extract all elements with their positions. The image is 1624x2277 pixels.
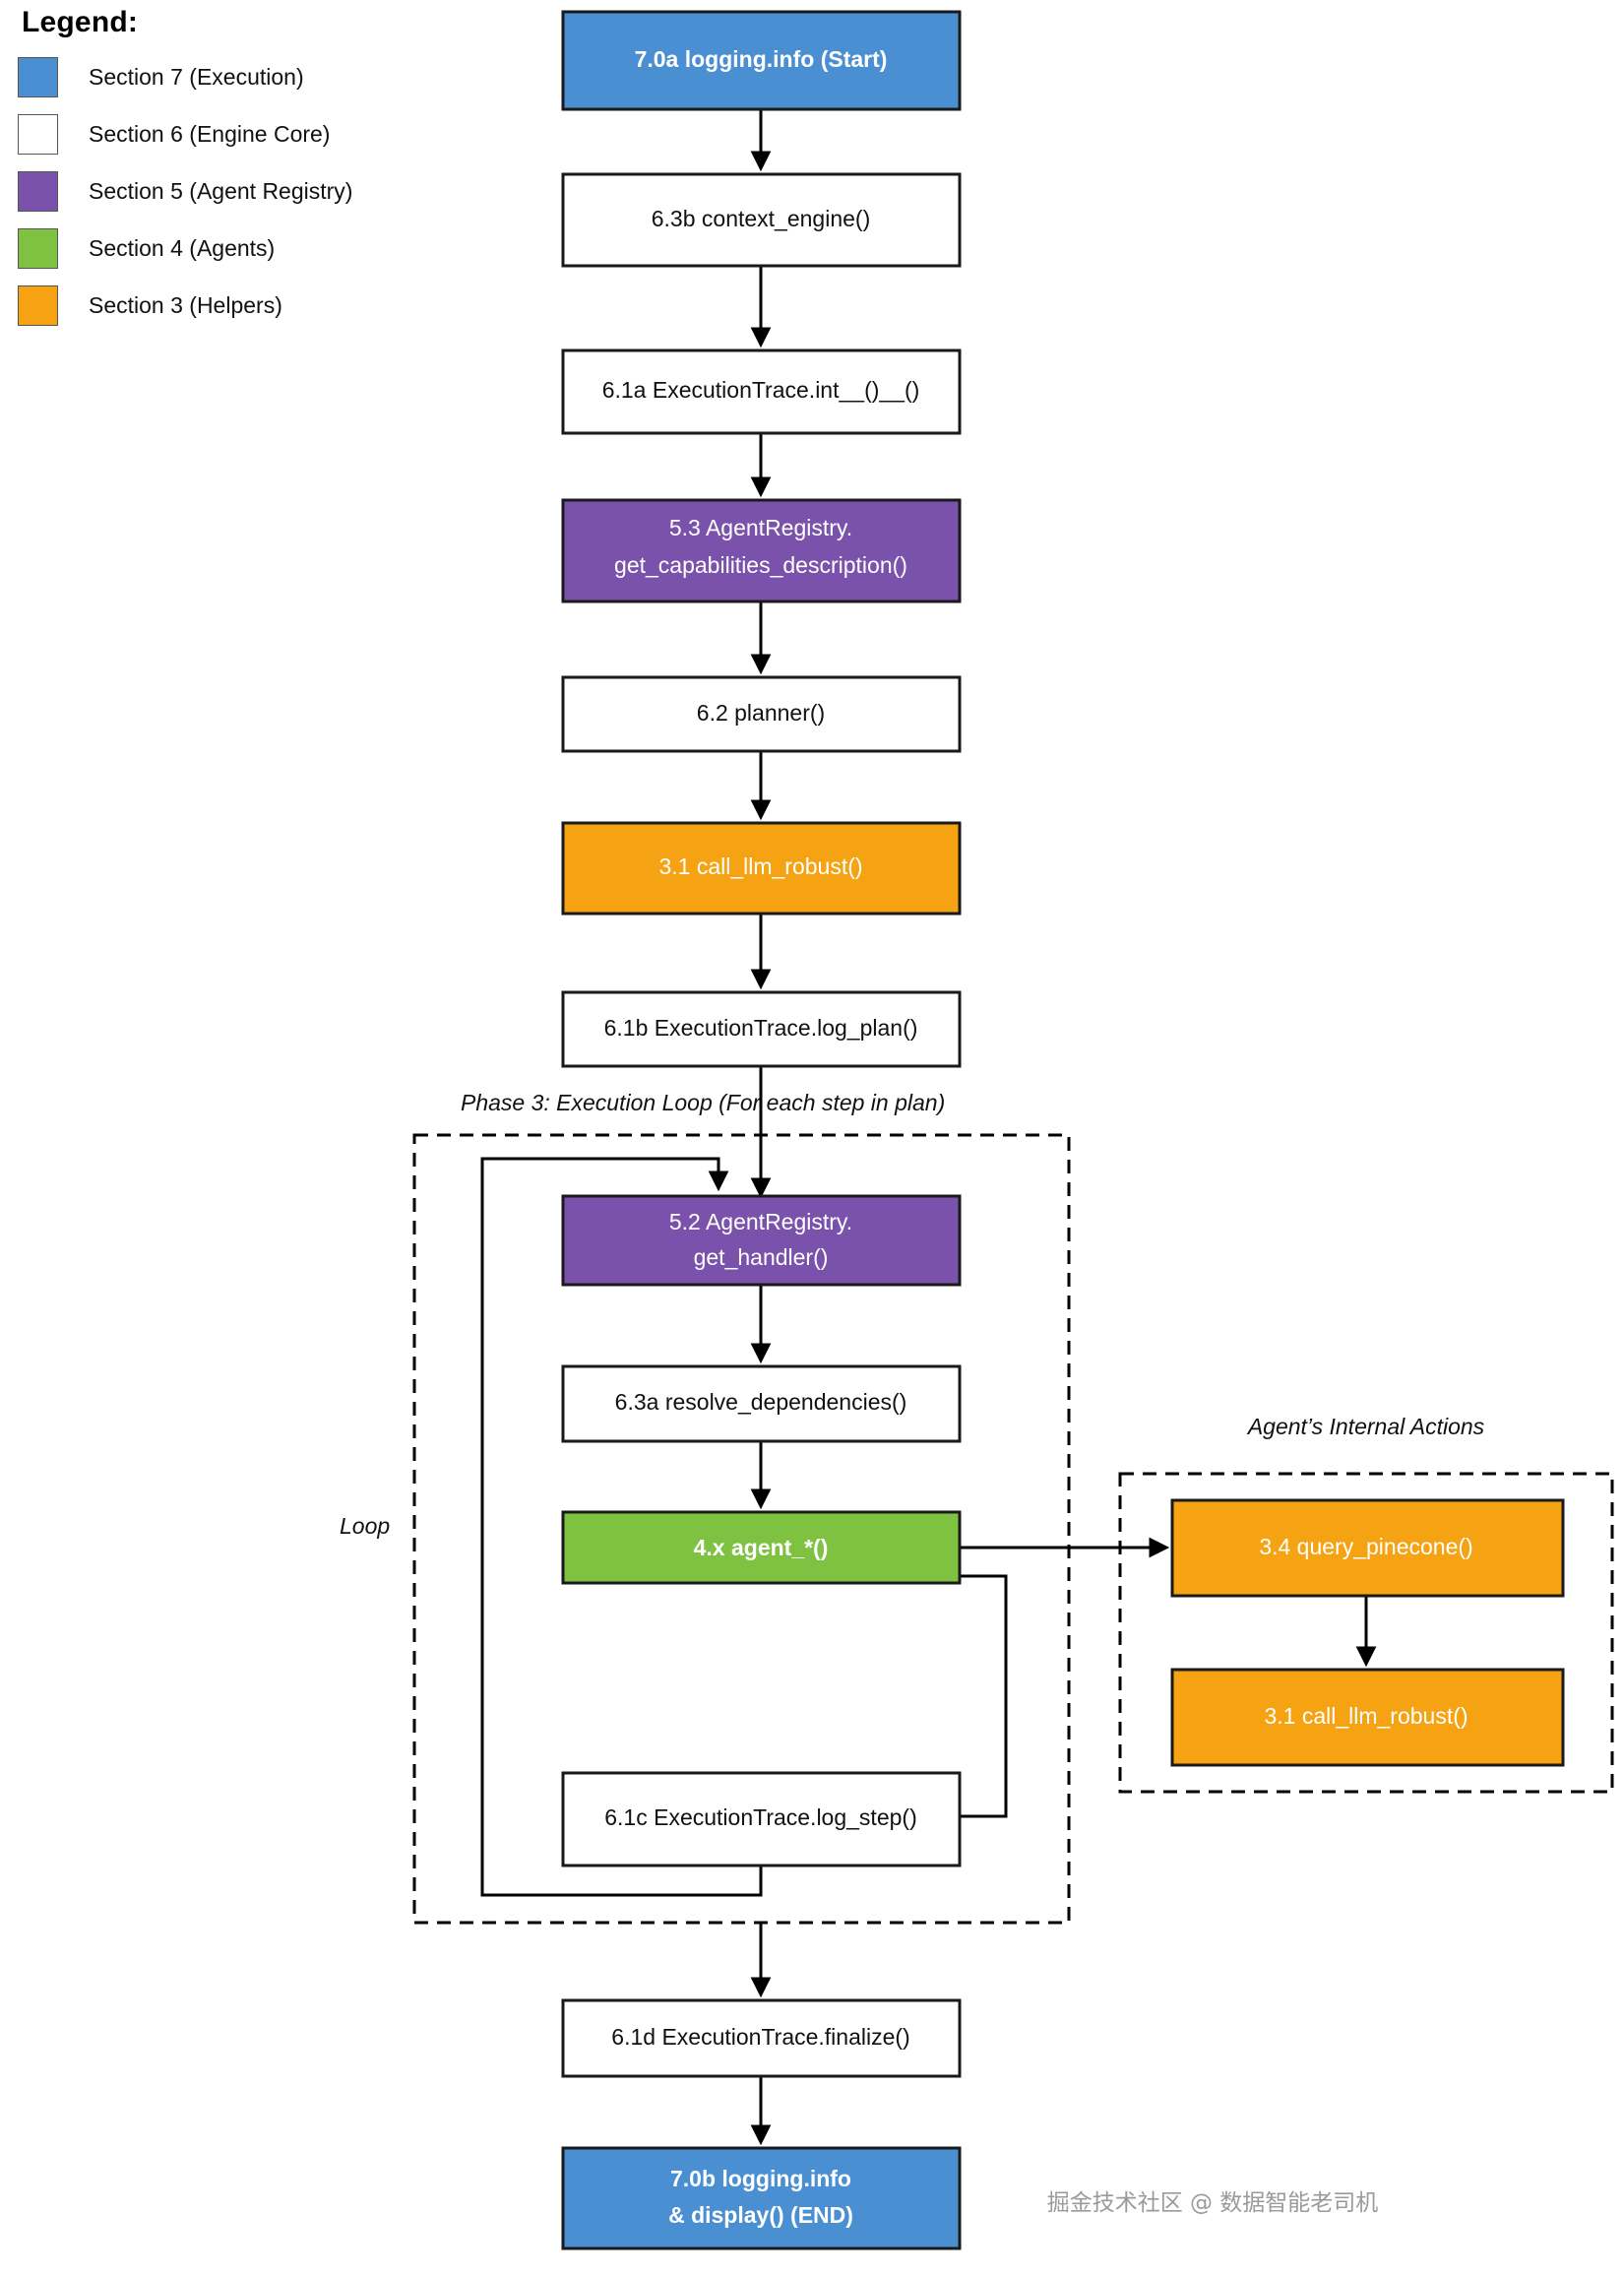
- node-7-0b-label-line1: 7.0b logging.info: [670, 2166, 851, 2191]
- node-7-0a-logging-info-start[interactable]: 7.0a logging.info (Start): [561, 10, 962, 111]
- node-5-2-label-line2: get_handler(): [694, 1244, 829, 1270]
- node-6-1d-executiontrace-finalize[interactable]: 6.1d ExecutionTrace.finalize(): [561, 1998, 962, 2078]
- phase3-label: Phase 3: Execution Loop (For each step i…: [461, 1090, 945, 1115]
- node-6-3b-context-engine[interactable]: 6.3b context_engine(): [561, 172, 962, 268]
- node-6-2-label: 6.2 planner(): [697, 700, 825, 726]
- legend-item-section-7: Section 7 (Execution): [18, 55, 441, 98]
- legend-item-section-5: Section 5 (Agent Registry): [18, 169, 441, 213]
- node-3-1-label: 3.1 call_llm_robust(): [658, 854, 862, 879]
- node-7-0b-logging-info-display-end[interactable]: 7.0b logging.info & display() (END): [561, 2146, 962, 2250]
- node-6-2-planner[interactable]: 6.2 planner(): [561, 675, 962, 753]
- node-6-1b-executiontrace-log-plan[interactable]: 6.1b ExecutionTrace.log_plan(): [561, 990, 962, 1068]
- node-3-4-label: 3.4 query_pinecone(): [1259, 1534, 1472, 1559]
- node-6-1b-label: 6.1b ExecutionTrace.log_plan(): [604, 1015, 918, 1041]
- node-4-x-agent[interactable]: 4.x agent_*(): [561, 1510, 962, 1585]
- legend-swatch-section-3: [18, 285, 58, 326]
- node-6-3a-resolve-dependencies[interactable]: 6.3a resolve_dependencies(): [561, 1364, 962, 1443]
- node-6-1d-label: 6.1d ExecutionTrace.finalize(): [611, 2024, 909, 2050]
- node-6-1a-executiontrace-init[interactable]: 6.1a ExecutionTrace.int__()__(): [561, 348, 962, 435]
- node-6-1c-executiontrace-log-step[interactable]: 6.1c ExecutionTrace.log_step(): [561, 1771, 962, 1867]
- node-5-2-label-line1: 5.2 AgentRegistry.: [669, 1209, 852, 1234]
- legend-label-section-5: Section 5 (Agent Registry): [89, 177, 353, 204]
- legend-label-section-7: Section 7 (Execution): [89, 63, 304, 90]
- node-5-3-label-line2: get_capabilities_description(): [614, 552, 907, 578]
- phase3-loop-container: [412, 1133, 1071, 1925]
- node-6-3b-label: 6.3b context_engine(): [652, 206, 871, 231]
- node-6-3a-label: 6.3a resolve_dependencies(): [615, 1389, 907, 1415]
- node-3-4-query-pinecone[interactable]: 3.4 query_pinecone(): [1170, 1498, 1565, 1598]
- loop-label: Loop: [340, 1513, 390, 1539]
- node-5-3-agentregistry-get-capabilities-description[interactable]: 5.3 AgentRegistry. get_capabilities_desc…: [561, 498, 962, 603]
- edge-n10-n11: [960, 1574, 1008, 1818]
- legend-item-section-4: Section 4 (Agents): [18, 226, 441, 270]
- node-6-1a-label: 6.1a ExecutionTrace.int__()__(): [602, 377, 920, 403]
- node-7-0b-label-line2: & display() (END): [668, 2202, 853, 2228]
- node-5-3-label-line1: 5.3 AgentRegistry.: [669, 515, 852, 540]
- node-3-1-call-llm-robust-agent[interactable]: 3.1 call_llm_robust(): [1170, 1668, 1565, 1767]
- node-3-1-agent-label: 3.1 call_llm_robust(): [1264, 1703, 1468, 1729]
- legend-swatch-section-4: [18, 227, 58, 269]
- legend-swatch-section-6: [18, 113, 58, 155]
- node-3-1-call-llm-robust-planner[interactable]: 3.1 call_llm_robust(): [561, 821, 962, 916]
- agent-internal-label: Agent’s Internal Actions: [1246, 1414, 1485, 1439]
- node-7-0a-label: 7.0a logging.info (Start): [635, 46, 888, 72]
- legend-swatch-section-7: [18, 56, 58, 97]
- legend-label-section-3: Section 3 (Helpers): [89, 291, 282, 318]
- legend-label-section-4: Section 4 (Agents): [89, 234, 276, 261]
- legend-swatch-section-5: [18, 170, 58, 212]
- node-6-1c-label: 6.1c ExecutionTrace.log_step(): [604, 1804, 916, 1830]
- node-5-2-agentregistry-get-handler[interactable]: 5.2 AgentRegistry. get_handler(): [561, 1194, 962, 1287]
- legend-title: Legend:: [22, 6, 139, 38]
- node-4-x-label: 4.x agent_*(): [694, 1535, 829, 1560]
- legend-item-section-6: Section 6 (Engine Core): [18, 112, 441, 156]
- watermark: 掘金技术社区 @ 数据智能老司机: [1047, 2190, 1379, 2216]
- legend: Legend: Section 7 (Execution) Section 6 …: [18, 6, 441, 341]
- agent-internal-container: [1118, 1472, 1614, 1794]
- legend-item-section-3: Section 3 (Helpers): [18, 284, 441, 327]
- edge-n11-n8-loopback: [480, 1157, 763, 1897]
- legend-label-section-6: Section 6 (Engine Core): [89, 120, 331, 147]
